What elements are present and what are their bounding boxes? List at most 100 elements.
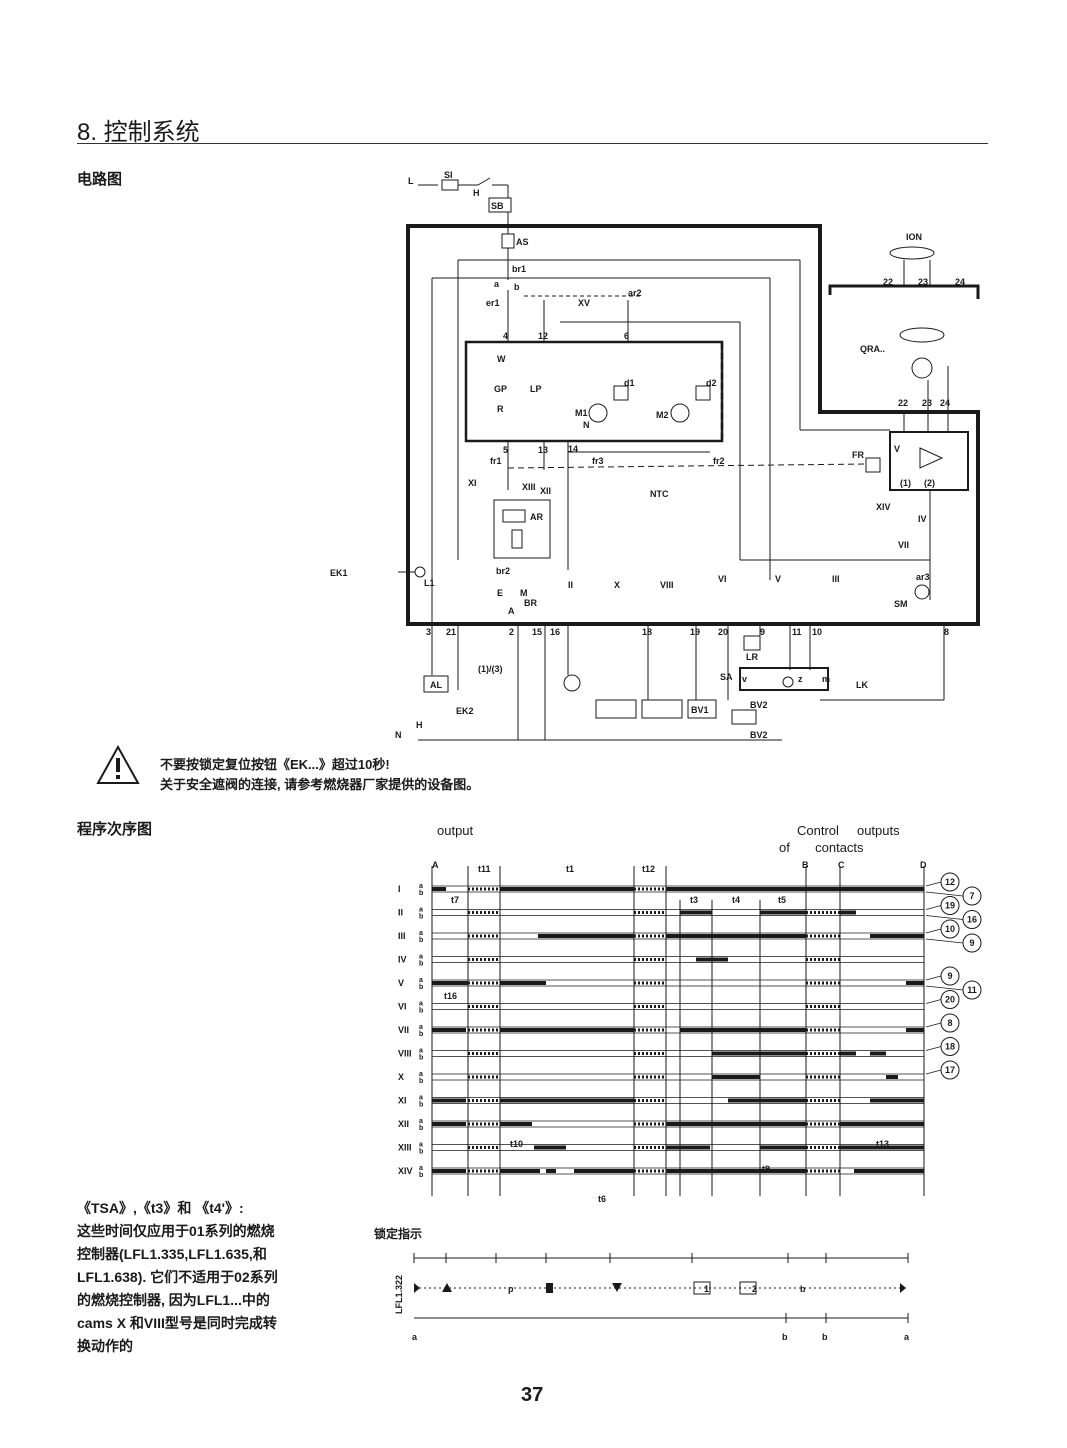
term-2: 2 [509, 627, 514, 637]
lbl-LP: LP [530, 384, 542, 394]
seq-t10: t10 [510, 1139, 523, 1149]
seq-terminal-lead [925, 1022, 942, 1028]
lbl-GP: GP [494, 384, 507, 394]
note-line-1: 《TSA》,《t3》和 《t4'》: [77, 1200, 244, 1216]
lbl-N: N [583, 420, 590, 430]
note-line-5: 的燃烧控制器, 因为LFL1...中的 [77, 1292, 270, 1308]
seq-terminal-lead [925, 985, 964, 991]
seq-t5: t5 [778, 895, 786, 905]
seq-row-a: a [419, 1165, 423, 1172]
sequence-heading: 程序次序图 [77, 821, 153, 838]
lbl-M2: M2 [656, 410, 669, 420]
output-label: output [437, 823, 474, 838]
seq-row-b: b [419, 1078, 423, 1085]
lbl-qra-24: 24 [940, 398, 950, 408]
seq-row-b: b [419, 937, 423, 944]
seq-row-name: X [398, 1072, 404, 1082]
lbl-ar2: ar2 [628, 288, 642, 298]
seq-terminal-label: 11 [967, 985, 977, 995]
lbl-BV2: BV2 [750, 730, 768, 740]
lockout-bottom-b1: b [782, 1332, 788, 1342]
warning-text: 不要按锁定复位按钮《EK...》超过10秒! 关于安全遮阀的连接, 请参考燃烧器… [160, 755, 479, 795]
term-21: 21 [446, 627, 456, 637]
seq-terminal-label: 18 [945, 1042, 955, 1052]
seq-terminal-circle [940, 990, 960, 1009]
seq-row-name: I [398, 884, 401, 894]
lbl-b1: b [514, 282, 520, 292]
seq-terminal-lead [925, 1069, 942, 1075]
note-line-4: LFL1.638). 它们不适用于02系列 [77, 1269, 278, 1285]
lbl-XIV: XIV [876, 502, 891, 512]
seq-t4: t4 [732, 895, 740, 905]
lbl-QRA: QRA.. [860, 344, 885, 354]
lbl-SB: SB [491, 201, 504, 211]
lbl-14: 14 [568, 444, 578, 454]
term-10: 10 [812, 627, 822, 637]
seq-row-name: VIII [398, 1049, 412, 1059]
seq-terminal-circle [962, 980, 982, 1000]
lbl-SI: SI [444, 170, 453, 180]
lbl-br1: br1 [512, 264, 526, 274]
seq-terminal-lead [925, 975, 942, 981]
seq-terminal-lead [925, 915, 964, 920]
lbl-H-top: H [473, 188, 480, 198]
lbl-SM: SM [894, 599, 908, 609]
lockout-marker-2: 2 [752, 1284, 757, 1294]
lbl-br2: br2 [496, 566, 510, 576]
lockout-bottom-b2: b [822, 1332, 828, 1342]
lockout-marker-1: 1 [704, 1284, 709, 1294]
warning-line-1: 不要按锁定复位按钮《EK...》超过10秒! [160, 757, 390, 772]
term-8: 8 [944, 627, 949, 637]
seq-row-b: b [419, 914, 423, 921]
seq-row-name: XI [398, 1096, 407, 1106]
motor-box [464, 340, 724, 443]
seq-terminal-circle [940, 896, 960, 915]
seq-row-b: b [419, 984, 423, 991]
lbl-FR: FR [852, 450, 864, 460]
lockout-p: p [508, 1284, 514, 1294]
lbl-6: 6 [624, 331, 629, 341]
seq-terminal-label: 9 [969, 938, 974, 948]
seq-row-b: b [419, 1149, 423, 1156]
lbl-III: III [832, 574, 840, 584]
seq-letter-C: C [838, 860, 845, 870]
lbl-er1: er1 [486, 298, 500, 308]
lockout-bottom-a1: a [412, 1332, 418, 1342]
seq-row-a: a [419, 977, 423, 984]
seq-terminal-circle [962, 933, 982, 953]
lbl-VIII: VIII [660, 580, 674, 590]
seq-t11: t11 [478, 864, 491, 874]
seq-terminal-lead [925, 938, 964, 944]
lbl-4: 4 [503, 331, 508, 341]
lbl-p1: (1) [900, 478, 911, 488]
lbl-EK1: EK1 [330, 568, 348, 578]
seq-row-name: III [398, 931, 406, 941]
lbl-M: M [520, 588, 528, 598]
circuit-heading: 电路图 [77, 171, 123, 188]
term-18: 18 [642, 627, 652, 637]
lbl-N-bot: N [395, 730, 402, 740]
lbl-LR: LR [746, 652, 758, 662]
lbl-fr1: fr1 [490, 456, 502, 466]
seq-terminal-label: 12 [945, 877, 955, 887]
seq-terminal-lead [925, 928, 942, 934]
term-16: 16 [550, 627, 560, 637]
lockout-bottom-a2: a [904, 1332, 910, 1342]
lockout-b-mid: b [800, 1284, 806, 1294]
lbl-BV1: BV1 [691, 705, 709, 715]
seq-terminal-label: 19 [945, 901, 955, 911]
seq-row-a: a [419, 1024, 423, 1031]
seq-row-b: b [419, 1055, 423, 1062]
lbl-VII: VII [898, 540, 909, 550]
lbl-v: v [742, 674, 747, 684]
page-number: 37 [521, 1384, 544, 1406]
lbl-XIII: XIII [522, 482, 536, 492]
lbl-5: 5 [503, 445, 508, 455]
seq-row-a: a [419, 1048, 423, 1055]
lbl-L1: L1 [424, 578, 435, 588]
seq-row-a: a [419, 1118, 423, 1125]
seq-t1: t1 [566, 864, 574, 874]
seq-terminal-lead [925, 905, 942, 910]
seq-row-b: b [419, 961, 423, 968]
